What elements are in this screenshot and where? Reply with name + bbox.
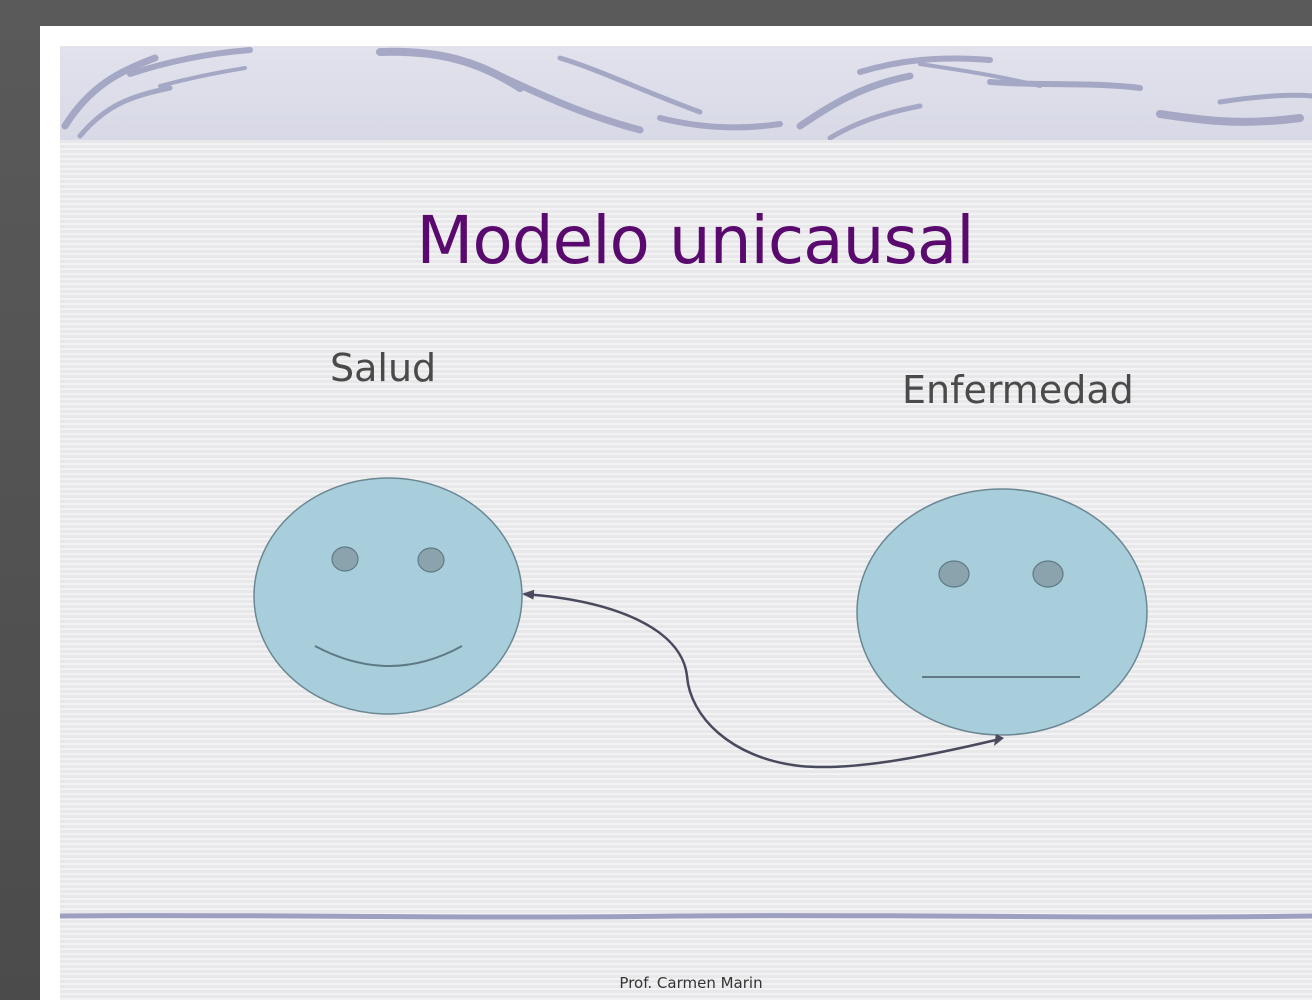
footer-author: Prof. Carmen Marin (619, 974, 763, 992)
brush-stroke-decoration (61, 47, 1312, 140)
causal-arrow (522, 589, 1001, 769)
face-salud (253, 477, 523, 715)
face-enfermedad-head (856, 488, 1148, 736)
face-enfermedad (856, 488, 1148, 736)
slide-title: Modelo unicausal (416, 202, 974, 279)
arrow-tail-tip (994, 734, 1004, 746)
face-enfermedad-right-eye (1032, 560, 1064, 588)
face-salud-left-eye (331, 546, 359, 572)
decorative-header-band (60, 46, 1312, 140)
slide: Modelo unicausal Salud Enfermedad Pr (60, 46, 1312, 1000)
footer-divider (60, 913, 1312, 920)
diagram-canvas (253, 477, 1148, 769)
face-salud-head (253, 477, 523, 715)
face-enfermedad-left-eye (938, 560, 970, 588)
node-label-enfermedad: Enfermedad (902, 368, 1134, 412)
node-label-salud: Salud (330, 346, 437, 390)
face-salud-right-eye (417, 547, 445, 573)
face-salud-smile (314, 645, 463, 667)
